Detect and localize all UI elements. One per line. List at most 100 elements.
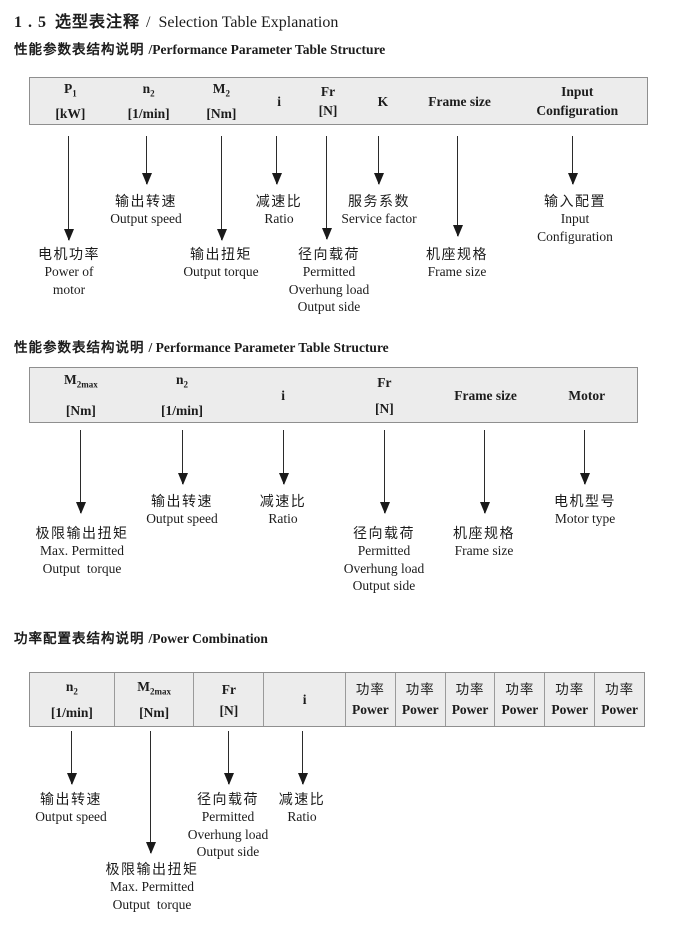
label-line-en: Service factor xyxy=(341,211,417,226)
column-symbol: P xyxy=(63,81,73,97)
column-symbol: Motor xyxy=(568,387,606,403)
power-label-en: Power xyxy=(601,702,638,717)
label-motor-type: 电机型号 Motor type xyxy=(554,492,616,528)
column-power-2: 功率 Power xyxy=(394,673,445,726)
arrowhead-icon xyxy=(75,502,86,514)
label-line-en: Output side xyxy=(196,844,260,859)
power-label-en: Power xyxy=(401,702,439,717)
column-subscript: 1 xyxy=(72,88,77,99)
label-line-zh: 机座规格 xyxy=(426,246,488,262)
label-line-zh: 电机型号 xyxy=(554,493,616,509)
label-line-zh: 径向载荷 xyxy=(196,791,259,807)
label-input-configuration: 输入配置 Input Configuration xyxy=(537,192,613,245)
power-label-en: Power xyxy=(551,702,589,717)
arrow-m2max xyxy=(145,731,156,854)
column-unit: [kW] xyxy=(55,105,86,121)
column-symbol: Frame size xyxy=(428,93,491,109)
label-line-en: Permitted xyxy=(302,264,356,279)
column-p1: P1 [kW] xyxy=(30,78,111,124)
column-k: K xyxy=(354,78,412,124)
label-line-en: Output torque xyxy=(112,896,192,912)
power-label-zh: 功率 xyxy=(355,682,385,697)
power-label-en: Power xyxy=(352,702,389,717)
performance-table-2: M2max [Nm] n2 [1/min] i Fr [N] Frame siz… xyxy=(29,367,638,423)
column-frame-size: Frame size xyxy=(435,368,537,422)
label-ratio: 减速比 Ratio xyxy=(260,492,307,528)
power-label-zh: 功率 xyxy=(455,682,485,697)
arrowhead-icon xyxy=(145,842,156,854)
column-m2: M2 [Nm] xyxy=(186,78,256,124)
power-combination-table: n2 [1/min] M2max [Nm] Fr [N] i 功率 Power … xyxy=(29,672,645,727)
column-motor: Motor xyxy=(536,368,637,422)
column-symbol: Fr xyxy=(221,681,236,697)
arrow-i xyxy=(278,430,289,485)
label-line-en: Configuration xyxy=(537,228,613,244)
column-symbol: M xyxy=(63,371,77,387)
label-output-torque: 输出扭矩 Output torque xyxy=(183,245,258,281)
section2-heading-zh: 性能参数表结构说明 xyxy=(14,340,145,355)
page-title: 1 . 5 选型表注释 / Selection Table Explanatio… xyxy=(14,8,338,32)
section-number: 1 . 5 xyxy=(14,14,47,31)
column-n2: n2 [1/min] xyxy=(111,78,187,124)
arrow-i xyxy=(271,136,282,185)
label-line-zh: 减速比 xyxy=(259,493,307,509)
label-line-zh: 极限输出扭矩 xyxy=(35,525,129,541)
label-line-zh: 输出转速 xyxy=(115,193,177,209)
label-line-en: Output torque xyxy=(183,264,259,279)
column-unit: [1/min] xyxy=(161,403,203,419)
column-symbol: Input xyxy=(561,84,594,99)
arrow-n2 xyxy=(141,136,152,185)
label-line-en: Output speed xyxy=(110,211,182,226)
label-line-zh: 机座规格 xyxy=(453,525,515,541)
column-subscript: 2max xyxy=(149,686,171,697)
column-symbol: n xyxy=(65,678,74,694)
column-symbol: i xyxy=(302,692,307,707)
label-output-speed: 输出转速 Output speed xyxy=(146,492,218,528)
column-n2: n2 [1/min] xyxy=(132,368,233,422)
label-line-en: Ratio xyxy=(268,511,298,526)
power-label-zh: 功率 xyxy=(405,682,435,697)
section3-heading-zh: 功率配置表结构说明 xyxy=(14,631,145,646)
arrowhead-icon xyxy=(216,229,227,241)
arrowhead-icon xyxy=(567,173,578,185)
label-line-zh: 输出转速 xyxy=(40,791,102,807)
label-line-en: Output speed xyxy=(35,809,107,824)
label-line-en: Output torque xyxy=(42,560,122,576)
label-power-of-motor: 电机功率 Power of motor xyxy=(38,245,100,298)
arrowhead-icon xyxy=(278,473,289,485)
label-line-en: Permitted xyxy=(357,543,411,558)
column-fr: Fr [N] xyxy=(334,368,435,422)
arrow-n2 xyxy=(177,430,188,485)
column-ratio: i xyxy=(232,368,334,422)
label-line-en: Motor type xyxy=(554,511,616,526)
column-ratio: i xyxy=(256,78,302,124)
label-line-zh: 径向载荷 xyxy=(297,246,360,262)
label-line-en: Frame size xyxy=(454,543,514,558)
section1-heading-zh: 性能参数表结构说明 xyxy=(14,42,145,57)
column-m2max: M2max [Nm] xyxy=(113,673,194,726)
label-line-en: Overhung load xyxy=(343,560,425,576)
arrow-motor xyxy=(579,430,590,485)
arrow-n2 xyxy=(66,731,77,785)
column-symbol: M xyxy=(212,81,226,97)
label-line-en: Input xyxy=(560,211,590,226)
label-line-en: Permitted xyxy=(201,809,255,824)
label-line-zh: 电机功率 xyxy=(38,246,100,262)
label-line-en: Max. Permitted xyxy=(40,543,124,558)
power-label-zh: 功率 xyxy=(555,682,585,697)
label-output-speed: 输出转速 Output speed xyxy=(35,790,107,826)
arrowhead-icon xyxy=(379,502,390,514)
arrowhead-icon xyxy=(321,228,332,240)
column-subscript: 2 xyxy=(225,88,231,99)
arrow-input-configuration xyxy=(567,136,578,185)
arrow-frame-size xyxy=(452,136,463,237)
power-label-zh: 功率 xyxy=(605,682,635,697)
label-line-en: Output speed xyxy=(146,511,218,526)
label-line-zh: 服务系数 xyxy=(348,193,410,209)
section1-heading: 性能参数表结构说明/Performance Parameter Table St… xyxy=(14,38,385,58)
column-power-4: 功率 Power xyxy=(494,673,544,726)
arrow-i xyxy=(297,731,308,785)
label-line-zh: 输出扭矩 xyxy=(190,246,252,262)
label-line-en: Overhung load xyxy=(187,826,269,842)
